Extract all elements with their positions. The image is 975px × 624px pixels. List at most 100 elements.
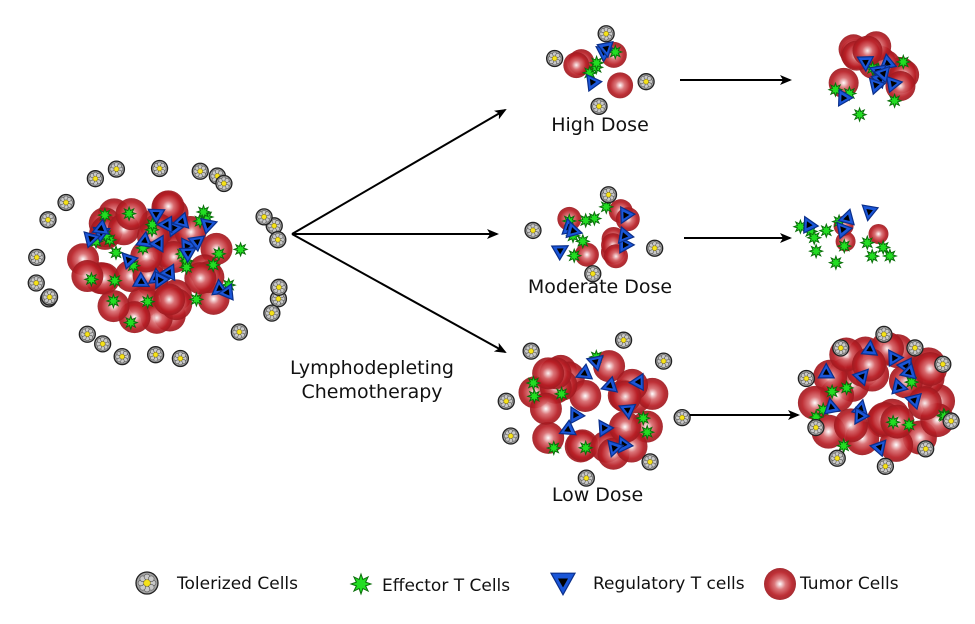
effector-t-cell-icon	[106, 272, 123, 289]
cell-clusters	[27, 25, 960, 487]
regulatory-t-cell-icon	[147, 208, 166, 225]
effector-t-cell-icon	[827, 254, 844, 271]
regulatory-t-cell-icon	[888, 349, 905, 368]
tumor-cell-icon	[764, 568, 796, 600]
regulatory-t-cell-icon	[550, 245, 570, 262]
effector-t-cell-icon	[526, 388, 543, 405]
tolerized-cell-icon	[57, 193, 75, 212]
tolerized-cell-icon	[28, 248, 46, 267]
regulatory-t-cell-icon	[131, 271, 151, 288]
effector-t-cell-icon	[232, 241, 249, 258]
effector-t-cell-icon	[635, 410, 652, 427]
low-dose-outcome-cluster	[797, 325, 960, 475]
regulatory-t-cell-icon	[158, 263, 176, 282]
tumor-cell-icon	[868, 223, 889, 244]
branch-label-high: High Dose	[551, 114, 649, 136]
regulatory-t-cell-icon	[837, 88, 855, 108]
tolerized-cell-icon	[94, 335, 112, 353]
effector-t-cell-icon	[349, 572, 373, 596]
initial-tumor-cluster	[27, 159, 288, 368]
tolerized-cell-icon	[269, 231, 287, 249]
regulatory-t-cell-icon	[869, 439, 887, 458]
tumor-cell-icon	[532, 421, 565, 454]
effector-t-cell-icon	[121, 205, 138, 222]
tolerized-cell-icon	[230, 323, 248, 341]
regulatory-t-cell-icon	[898, 362, 917, 380]
effector-t-cell-icon	[901, 416, 917, 433]
legend-label-regulatory: Regulatory T cells	[593, 574, 745, 594]
effector-t-cell-icon	[886, 92, 903, 109]
tolerized-cell-icon	[641, 453, 659, 471]
tolerized-cell-icon	[577, 469, 595, 487]
regulatory-t-cell-icon	[121, 252, 140, 271]
effector-t-cell-icon	[851, 106, 868, 123]
regulatory-t-cell-icon	[823, 397, 842, 415]
regulatory-t-cell-icon	[216, 282, 234, 301]
tolerized-cell-icon	[654, 352, 673, 370]
effector-t-cell-icon	[178, 259, 195, 276]
effector-t-cell-icon	[83, 271, 100, 288]
tolerized-cell-icon	[113, 347, 131, 366]
effector-t-cell-icon	[108, 244, 124, 261]
effector-t-cell-icon	[598, 198, 615, 215]
regulatory-t-cell-icon	[891, 377, 910, 395]
tumor-cell-icon	[532, 357, 565, 390]
effector-t-cell-icon	[895, 53, 912, 70]
regulatory-t-cell-icon	[868, 77, 887, 96]
effector-t-cell-icon	[836, 238, 853, 255]
effector-t-cell-icon	[806, 229, 823, 246]
tolerized-cell-icon	[599, 186, 618, 204]
effector-t-cell-icon	[639, 424, 656, 441]
regulatory-t-cell-icon	[861, 204, 880, 222]
effector-t-cell-icon	[122, 314, 139, 331]
tolerized-cell-icon	[637, 73, 655, 91]
effector-t-cell-icon	[105, 293, 122, 309]
tolerized-cell-icon	[807, 418, 825, 437]
effector-t-cell-icon	[574, 233, 591, 250]
effector-t-cell-icon	[553, 385, 570, 402]
tolerized-cell-icon	[597, 25, 615, 43]
tolerized-cell-icon	[135, 571, 159, 595]
effector-t-cell-icon	[881, 248, 898, 264]
legend-icons	[135, 568, 796, 600]
effector-t-cell-icon	[525, 375, 542, 391]
tolerized-cell-icon	[78, 325, 96, 343]
effector-t-cell-icon	[195, 203, 212, 221]
effector-t-cell-icon	[808, 243, 825, 260]
regulatory-t-cell-icon	[134, 230, 153, 248]
regulatory-t-cell-icon	[803, 215, 820, 235]
regulatory-t-cell-icon	[178, 247, 198, 264]
effector-t-cell-icon	[838, 379, 855, 396]
tolerized-cell-icon	[40, 288, 59, 306]
tolerized-cell-icon	[191, 162, 209, 180]
regulatory-t-cell-icon	[836, 208, 855, 226]
regulatory-t-cell-icon	[885, 75, 904, 94]
tolerized-cell-icon	[522, 342, 540, 360]
tumor-cell-icon	[569, 379, 602, 412]
legend-label-effector: Effector T Cells	[382, 576, 511, 596]
regulatory-t-cell-icon	[872, 65, 891, 84]
effector-t-cell-icon	[139, 293, 156, 310]
effector-t-cell-icon	[864, 248, 881, 265]
arrows	[291, 75, 800, 420]
arrow-to-low-dose	[291, 233, 507, 353]
regulatory-t-cell-icon	[199, 217, 219, 236]
tolerized-cell-icon	[832, 339, 850, 357]
tolerized-cell-icon	[255, 208, 273, 226]
tolerized-cell-icon	[27, 274, 45, 292]
arrow-to-high-dose	[291, 108, 507, 235]
regulatory-t-cell-icon	[620, 205, 637, 225]
regulatory-t-cell-icon	[598, 419, 615, 438]
tolerized-cell-icon	[545, 49, 564, 68]
effector-t-cell-icon	[188, 291, 205, 308]
tolerized-cell-icon	[150, 159, 169, 178]
effector-t-cell-icon	[818, 222, 835, 239]
tolerized-cell-icon	[590, 97, 608, 115]
process-label: Lymphodepleting Chemotherapy	[262, 356, 482, 404]
tolerized-cell-icon	[39, 211, 57, 229]
regulatory-t-cell-icon	[599, 375, 619, 393]
regulatory-t-cell-icon	[851, 368, 870, 387]
regulatory-t-cell-icon	[570, 405, 587, 425]
regulatory-t-cell-icon	[83, 231, 102, 249]
regulatory-t-cell-icon	[903, 392, 922, 411]
